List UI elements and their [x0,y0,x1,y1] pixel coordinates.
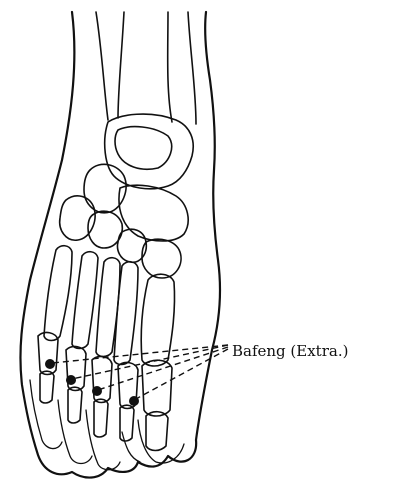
leader-lines [52,345,228,400]
bafeng-label: Bafeng (Extra.) [232,342,348,360]
leader-line [134,349,228,400]
bafeng-point [45,359,55,369]
leg-bones [96,12,196,124]
toe-bones [30,333,184,470]
bafeng-point [92,386,102,396]
bafeng-point [66,375,76,385]
tarsal-bones [60,114,194,278]
bafeng-point [129,396,139,406]
metatarsal-bones [44,246,175,366]
